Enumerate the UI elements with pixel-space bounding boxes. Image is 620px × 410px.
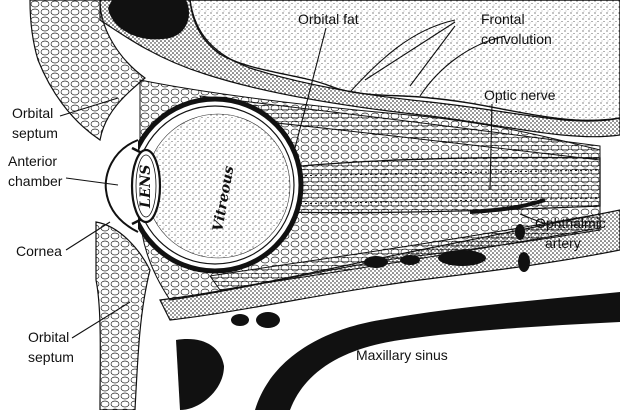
label-frontal-convolution-line1: Frontal xyxy=(481,11,525,27)
optic-nerve xyxy=(279,156,601,214)
label-cornea: Cornea xyxy=(16,243,62,259)
orbital-floor xyxy=(159,209,620,410)
label-lens: LENS xyxy=(138,165,154,209)
label-optic-nerve: Optic nerve xyxy=(484,87,556,103)
label-anterior-chamber-line2: chamber xyxy=(8,173,63,189)
label-ophthalmic-artery-line2: artery xyxy=(545,235,581,251)
label-orbital-septum-lower-line2: septum xyxy=(28,349,74,365)
label-orbital-fat: Orbital fat xyxy=(298,11,359,27)
orbital-roof xyxy=(99,0,620,138)
label-orbital-septum-upper-line1: Orbital xyxy=(12,105,53,121)
label-anterior-chamber-line1: Anterior xyxy=(8,153,57,169)
label-orbital-septum-upper-line2: septum xyxy=(12,125,58,141)
eyelids xyxy=(29,0,151,410)
eyeball xyxy=(104,96,304,274)
leader-lines xyxy=(59,21,546,339)
label-maxillary-sinus: Maxillary sinus xyxy=(356,347,448,363)
ophthalmic-artery-vessel xyxy=(469,198,546,214)
lens xyxy=(130,148,162,224)
label-frontal-convolution-line2: convolution xyxy=(481,31,552,47)
label-orbital-septum-lower-line1: Orbital xyxy=(28,329,69,345)
label-ophthalmic-artery-line1: Ophthalmic xyxy=(535,215,606,231)
